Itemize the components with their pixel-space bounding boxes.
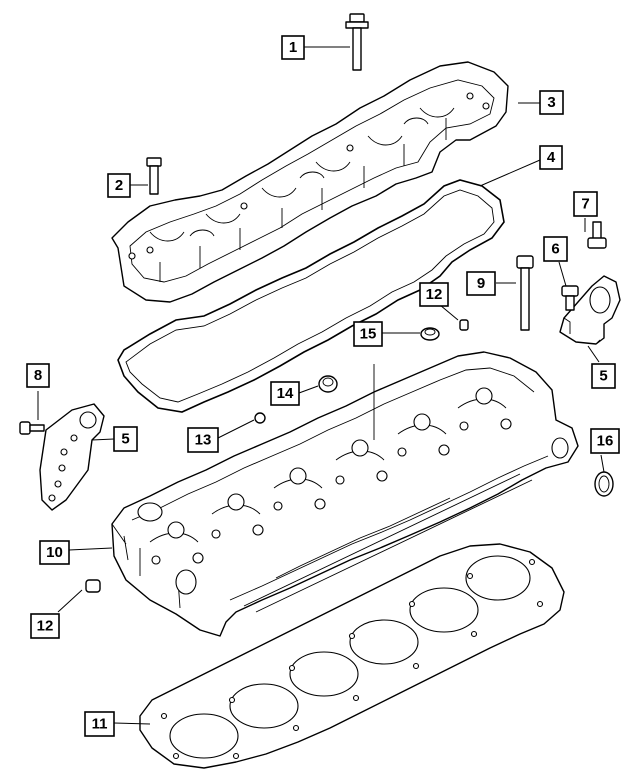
- callout-13: 13: [187, 427, 219, 453]
- callout-11-label: 11: [92, 716, 108, 733]
- callout-7: 7: [573, 191, 598, 217]
- bracket-bolt-part-8: [19, 421, 45, 435]
- callout-1-label: 1: [289, 39, 297, 56]
- callout-3: 3: [539, 90, 564, 115]
- bracket-bolt-part-6: [561, 285, 579, 311]
- head-gasket-part-11: [139, 543, 565, 769]
- callout-5-right-label: 5: [599, 368, 607, 385]
- callout-1: 1: [281, 35, 305, 60]
- cover-bolt-part-1: [345, 13, 369, 71]
- callout-12-bottom-label: 12: [37, 618, 54, 635]
- dowel-pin-part-12-top: [459, 319, 469, 331]
- housing-bolt-part-2: [146, 157, 162, 195]
- callout-6: 6: [543, 236, 568, 262]
- seal-ring-part-16: [594, 471, 614, 497]
- valve-cover-housing-part-3: [111, 61, 509, 303]
- callout-11: 11: [84, 711, 115, 737]
- callout-5-left: 5: [113, 426, 138, 452]
- callout-6-label: 6: [551, 241, 559, 258]
- callout-16: 16: [590, 428, 620, 454]
- callout-7-label: 7: [581, 196, 589, 213]
- cylinder-head-part-10: [111, 351, 579, 637]
- callout-8: 8: [26, 363, 50, 388]
- callout-10-label: 10: [46, 544, 63, 561]
- long-bolt-part-9: [516, 255, 534, 331]
- callout-5-right: 5: [591, 363, 616, 389]
- callout-16-label: 16: [597, 433, 614, 450]
- callout-3-label: 3: [547, 94, 555, 111]
- callout-14: 14: [270, 381, 300, 406]
- bracket-bolt-part-7: [587, 221, 607, 249]
- dowel-part-13: [254, 412, 266, 424]
- callout-12-top-label: 12: [426, 286, 443, 303]
- callout-2: 2: [107, 173, 131, 198]
- callout-9: 9: [466, 271, 496, 296]
- plug-part-15: [420, 327, 440, 341]
- callout-5-left-label: 5: [121, 431, 129, 448]
- seal-part-14: [318, 375, 338, 393]
- cover-gasket-part-4: [117, 179, 505, 413]
- callout-15: 15: [353, 321, 383, 347]
- lifting-bracket-right-part-5: [559, 275, 621, 345]
- callout-10: 10: [39, 540, 70, 565]
- callout-9-label: 9: [477, 275, 485, 292]
- callout-14-label: 14: [277, 385, 294, 402]
- callout-2-label: 2: [115, 177, 123, 194]
- callout-13-label: 13: [195, 432, 212, 449]
- callout-15-label: 15: [360, 326, 377, 343]
- dowel-pin-part-12-bottom: [85, 579, 101, 593]
- callout-12-bottom: 12: [30, 613, 60, 639]
- callout-4-label: 4: [547, 149, 556, 166]
- callout-12-top: 12: [419, 282, 449, 307]
- callout-4: 4: [539, 145, 563, 170]
- lifting-bracket-left-part-5: [39, 403, 105, 511]
- callout-8-label: 8: [34, 367, 42, 384]
